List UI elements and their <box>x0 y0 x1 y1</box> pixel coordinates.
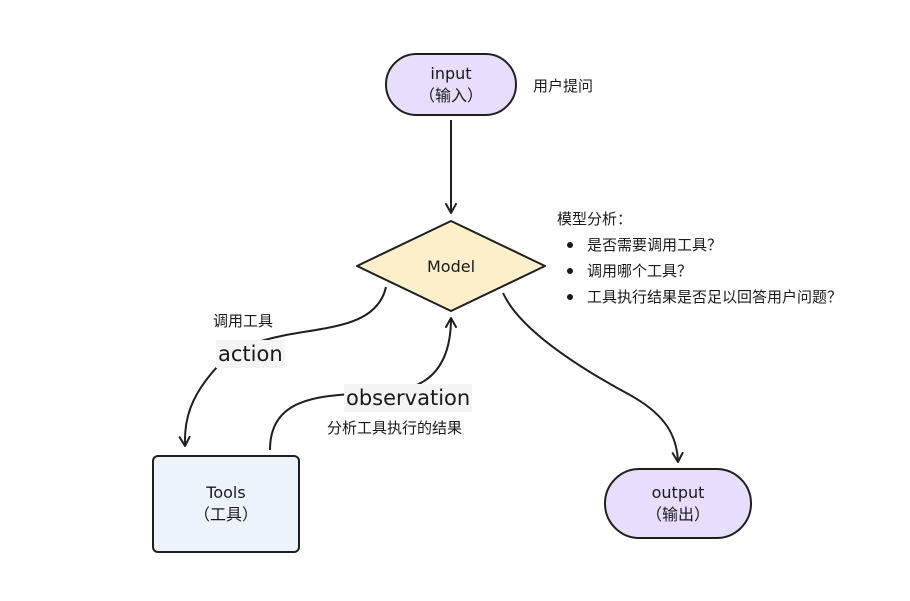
model-diamond-shape <box>356 220 546 312</box>
input-note: 用户提问 <box>533 77 594 95</box>
tools-node-title: Tools <box>206 483 246 502</box>
model-node-title: Model <box>426 256 476 276</box>
input-node: input （输入） <box>385 53 517 116</box>
output-node-title: output <box>651 482 705 502</box>
model-analysis-item: 工具执行结果是否足以回答用户问题？ <box>557 287 842 307</box>
input-node-subtitle: （输入） <box>418 85 483 105</box>
model-analysis-note: 模型分析： 是否需要调用工具？ 调用哪个工具？ 工具执行结果是否足以回答用户问题… <box>557 209 842 307</box>
action-label: action <box>216 340 285 368</box>
edge-model-to-output <box>502 292 684 463</box>
model-analysis-heading: 模型分析： <box>557 210 633 228</box>
input-node-title: input <box>430 63 472 83</box>
tools-node: Tools （工具） <box>152 455 300 553</box>
output-node-subtitle: （输出） <box>645 504 710 524</box>
action-caption: 调用工具 <box>213 312 274 330</box>
model-analysis-list: 是否需要调用工具？ 调用哪个工具？ 工具执行结果是否足以回答用户问题？ <box>557 235 842 307</box>
observation-caption: 分析工具执行的结果 <box>327 419 463 437</box>
model-analysis-item: 调用哪个工具？ <box>557 261 842 281</box>
output-node: output （输出） <box>604 468 752 539</box>
model-analysis-item: 是否需要调用工具？ <box>557 235 842 255</box>
tools-node-subtitle: （工具） <box>193 505 258 524</box>
observation-label: observation <box>344 384 473 412</box>
model-node: Model <box>355 219 547 313</box>
